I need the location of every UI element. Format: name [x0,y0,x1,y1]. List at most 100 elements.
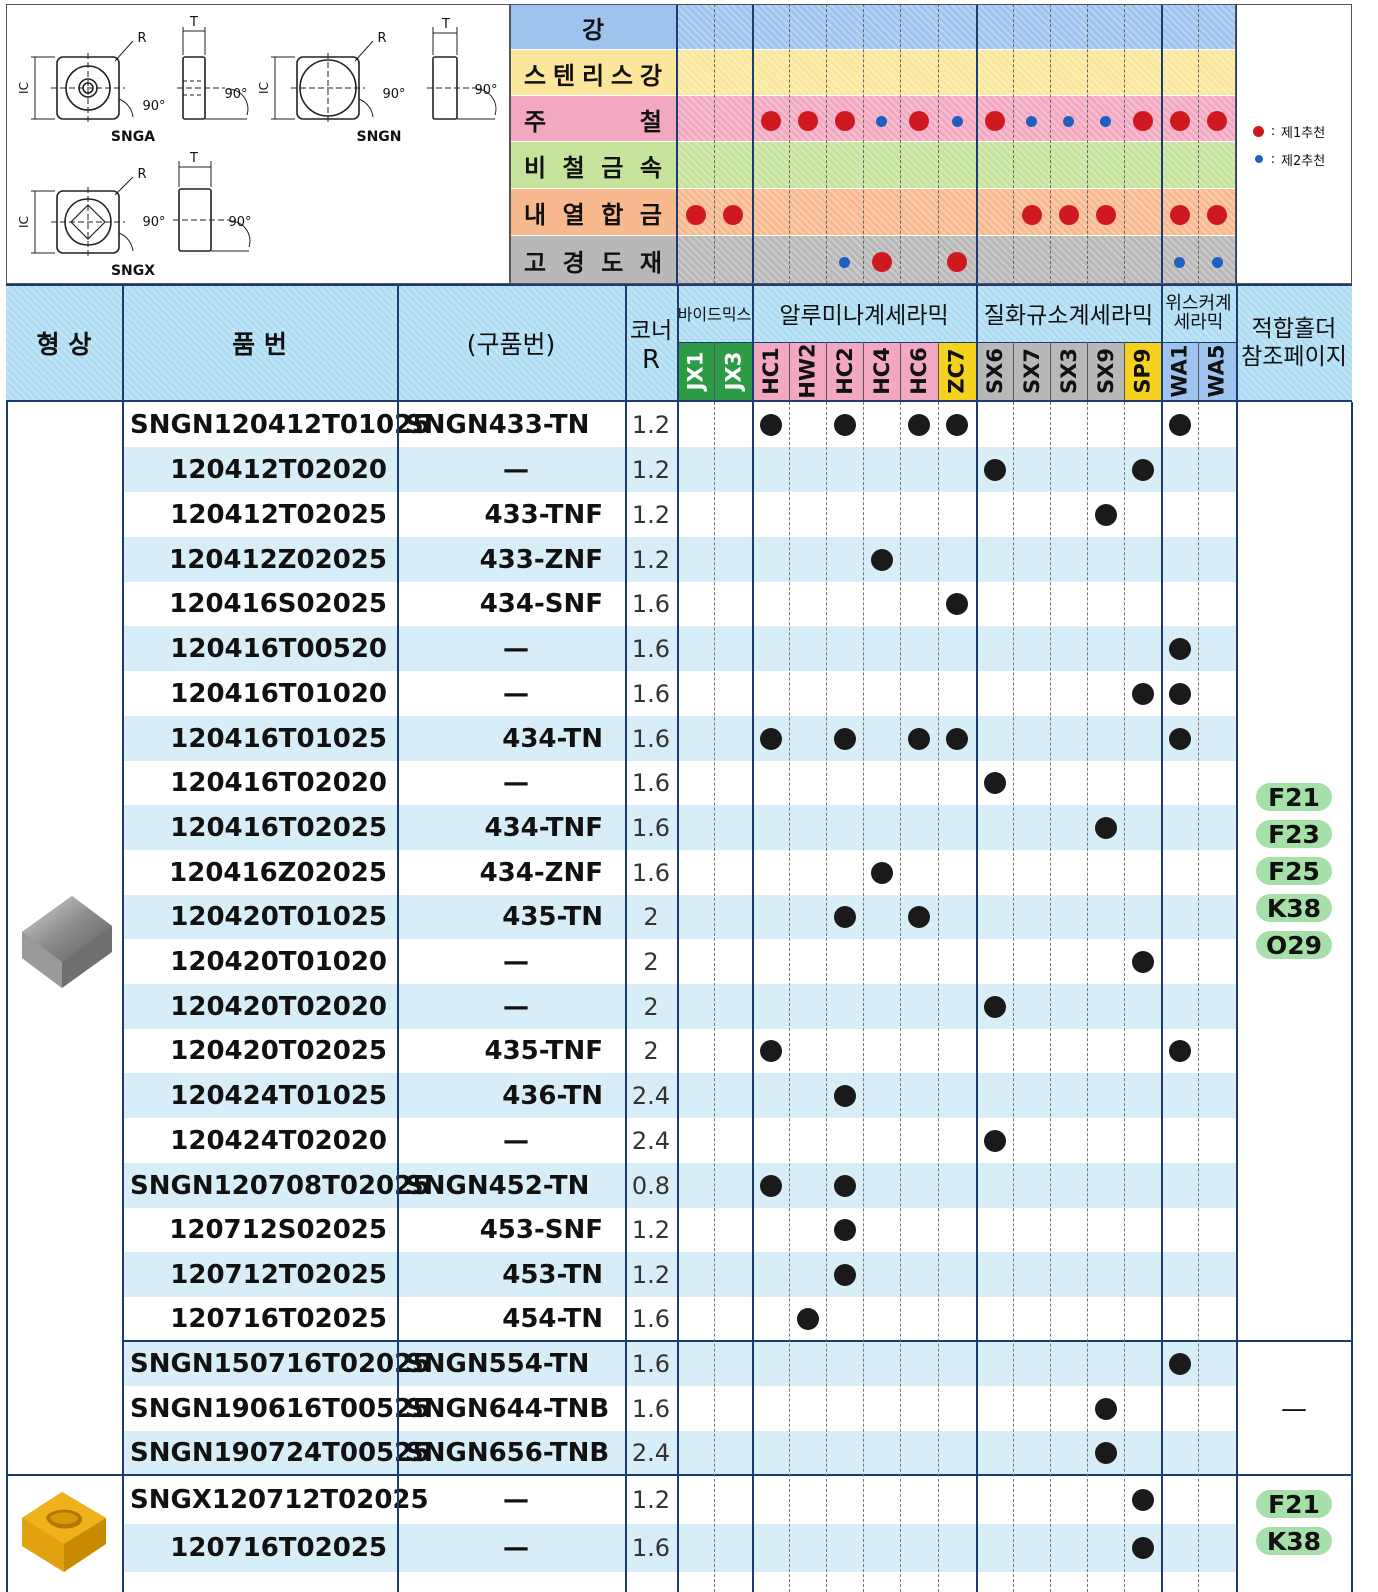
grade-label: HC4 [869,347,894,395]
material-label-part: 금 [601,154,626,182]
sngx-insert-image [22,1492,106,1572]
body-grade-vline [1087,402,1088,1592]
header-part-number: 품 번 [232,330,287,359]
grade-header-hc1: HC1 [752,342,789,400]
header-old-part: (구품번) [466,330,556,359]
grade-label: WA1 [1167,344,1192,398]
material-row-bg [510,142,1236,189]
material-row-hatch [677,142,1236,189]
old-part-cell: 435-TNF [484,1036,604,1066]
grade-label: JX1 [683,351,708,391]
part-number-cell: 120412T02020 [170,454,387,485]
grade-label: SP9 [1130,348,1155,394]
grade-label: SX3 [1056,348,1081,394]
header-grade-vline [1050,342,1051,400]
corner-r-cell: 1.6 [631,1305,671,1333]
old-part-cell: 434-TN [502,723,603,754]
body-grade-vline [826,402,827,1592]
holder-badge-f21[interactable]: F21 [1256,1490,1332,1519]
recommend-dot [1168,682,1191,705]
old-part-cell: SNGN433-TN [405,409,590,440]
recommend-dot [1168,727,1191,750]
old-part-cell: — [503,1125,529,1156]
grade-label: HW2 [795,343,820,399]
grade-label: HC1 [758,347,783,395]
old-part-cell: SNGN554-TN [405,1348,590,1379]
part-number-cell: 120424T02020 [170,1125,387,1156]
body-grade-vline [900,402,901,1592]
old-part-cell: 434-TNF [484,812,604,843]
group-separator [122,1340,1236,1342]
corner-r-cell: 1.2 [631,1485,671,1514]
material-label-part: 고 [524,248,549,277]
header-holder-line: 참조페이지 [1241,344,1347,370]
header-vline [122,284,124,402]
recommend-dot [908,906,930,928]
header-group-silicon: 질화규소계세라믹 [983,303,1154,329]
holder-badge-k38[interactable]: K38 [1256,1527,1332,1556]
recommend-dot [833,413,856,436]
body-grade-vline [789,402,790,1592]
material-row-bg [510,50,1236,96]
corner-r-cell: 1.2 [631,410,671,439]
header-grade-vline [826,342,827,400]
recommend-dot [1131,950,1154,973]
grade-label: ZC7 [945,348,970,394]
old-part-cell: 433-TNF [484,499,604,530]
corner-r-cell: 2 [643,992,659,1021]
holder-badge-k38[interactable]: K38 [1256,894,1332,923]
header-line [677,342,1236,343]
recommend-dot [1168,1352,1191,1375]
grade-header-sx9: SX9 [1087,342,1124,400]
part-number-cell: 120416T01020 [170,678,387,709]
body-vline [122,402,124,1592]
first-recommend-dot [909,111,929,131]
recommend-dot [833,906,856,928]
recommend-dot [833,1174,856,1197]
first-recommend-dot [1207,111,1227,131]
recommend-dot [946,727,968,750]
sngx-r-label: R [137,166,147,182]
holder-badge-f25[interactable]: F25 [1256,857,1332,886]
recommend-dot [833,1219,856,1241]
old-part-cell: — [503,946,529,977]
grade-header-jx3: JX3 [714,342,752,400]
sngx-front-diagram [31,176,134,257]
second-recommend-dot [1026,115,1037,127]
old-part-cell: — [503,454,529,485]
holder-badge-f21[interactable]: F21 [1256,783,1332,812]
snga-r-label: R [137,30,147,46]
body-vline [625,402,627,1592]
corner-r-cell: 1.6 [631,1534,671,1562]
sngx-t-label: T [190,150,198,166]
corner-r-cell: 1.2 [631,1216,671,1244]
recommend-dot [946,593,968,615]
recommend-dot [833,1084,856,1107]
recommend-dot [1168,413,1191,436]
header-vline [625,284,627,402]
holder-badge-o29[interactable]: O29 [1256,931,1332,960]
body-grade-vline [1013,402,1014,1592]
material-grid-line [900,4,901,284]
part-number-cell: 120412Z02025 [169,544,387,575]
recommend-dot [1168,637,1191,660]
header-grade-vline [1198,342,1199,400]
snga-side-diagram [177,27,249,120]
part-number-cell: 120416S02025 [169,589,387,619]
body-grade-vline [976,402,978,1592]
second-recommend-dot [1174,256,1185,268]
corner-r-cell: 2 [643,947,659,976]
first-recommend-dot [797,111,818,131]
first-recommend-dot [1095,204,1116,225]
material-label-part: 텐 [552,61,578,90]
part-number-cell: SNGN150716T02025 [130,1348,431,1379]
body-grade-vline [752,402,754,1592]
snga-angle-side: 90° [224,86,248,102]
part-number-cell: 120416Z02025 [169,857,387,888]
holder-badge-f23[interactable]: F23 [1256,820,1332,849]
body-grade-vline [1198,402,1199,1592]
material-label-part: 속 [639,154,664,182]
sngn-angle-side: 90° [474,82,498,98]
